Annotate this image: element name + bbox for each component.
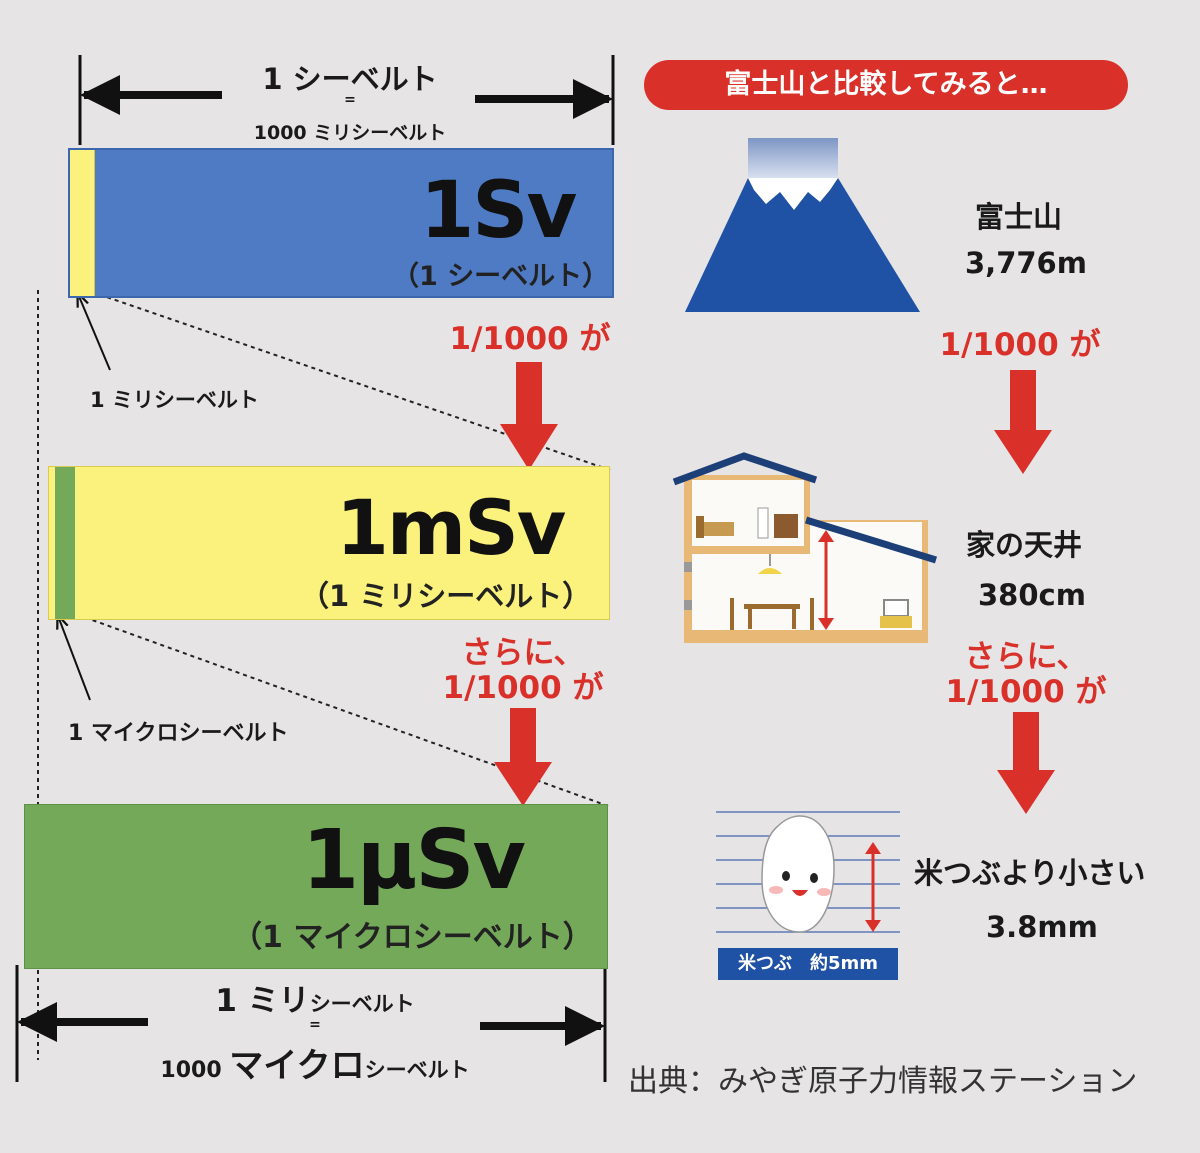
step-left-2-line2: 1/1000 が — [442, 669, 604, 706]
step-right-2-line1: さらに、 — [964, 639, 1088, 675]
step-right-1-line2: 1/1000 が — [939, 327, 1101, 363]
comparison-value-mountain: 3,776m — [965, 246, 1087, 280]
pointer-arrow-milli — [78, 294, 111, 371]
bottom-dim-equals: = — [309, 1017, 321, 1033]
bottom-dim-num2: 1000 — [160, 1058, 230, 1083]
bar-1usv-caption: （1 マイクロシーベルト） — [232, 920, 593, 955]
step-right-1: 1/1000 が — [920, 328, 1120, 363]
bar-1usv — [24, 804, 608, 969]
bottom-dim-unit2-large: マイクロ — [229, 1046, 365, 1086]
comparison-name-mountain: 富士山 — [975, 200, 1063, 234]
source-credit: 出典：みやぎ原子力情報ステーション — [628, 1064, 1138, 1099]
milli-segment — [70, 150, 95, 296]
bottom-dim-num1: 1 — [215, 983, 248, 1019]
pointer-arrow-micro — [58, 616, 91, 701]
micro-segment — [55, 467, 75, 619]
red-down-arrow-left-2 — [494, 708, 552, 806]
step-left-2: さらに、 1/1000 が — [418, 636, 628, 705]
step-right-2: さらに、 1/1000 が — [926, 640, 1126, 709]
rice-caption: 米つぶ 約5mm — [718, 948, 898, 980]
bottom-dim-unit1-large: ミリ — [247, 983, 310, 1019]
comparison-header: 富士山と比較してみると… — [644, 60, 1128, 110]
bar-1sv — [68, 148, 614, 298]
comparison-value-rice: 3.8mm — [986, 910, 1098, 944]
top-dim-sublabel: 1000 ミリシーベルト — [253, 122, 447, 144]
bottom-dim-unit2-small: シーベルト — [364, 1058, 470, 1082]
bar-1msv-caption: （1 ミリシーベルト） — [300, 579, 592, 613]
step-right-2-line2: 1/1000 が — [945, 673, 1107, 710]
pointer-label-milli: 1 ミリシーベルト — [90, 388, 259, 412]
top-dim-equals: = — [344, 92, 356, 108]
comparison-name-house: 家の天井 — [966, 528, 1083, 562]
bar-1sv-caption: （1 シーベルト） — [392, 261, 610, 292]
projection-line-1 — [91, 291, 611, 471]
red-down-arrow-right-2 — [997, 712, 1055, 814]
red-down-arrow-right-1 — [994, 370, 1052, 474]
bar-1usv-value: 1μSv — [302, 813, 526, 908]
step-left-1: 1/1000 が — [430, 322, 630, 357]
bar-1msv-value: 1mSv — [336, 483, 566, 572]
bottom-dim-label: 1 ミリシーベルト — [150, 975, 480, 1020]
house-icon — [672, 452, 938, 643]
bar-1msv — [48, 466, 610, 620]
bottom-dim-sublabel: 1000 マイクロシーベルト — [135, 1038, 495, 1087]
red-down-arrow-left-1 — [500, 362, 558, 470]
bottom-dim-unit1-small: シーベルト — [309, 992, 415, 1016]
rice-grain-icon — [716, 811, 900, 933]
comparison-name-rice: 米つぶより小さい — [914, 856, 1146, 890]
step-left-1-line2: 1/1000 が — [449, 321, 611, 357]
top-dim-label: 1 シーベルト — [262, 62, 438, 96]
step-left-2-line1: さらに、 — [461, 635, 585, 671]
comparison-value-house: 380cm — [978, 578, 1086, 612]
pointer-label-micro: 1 マイクロシーベルト — [68, 721, 289, 746]
mountain-icon — [685, 138, 920, 312]
bar-1sv-value: 1Sv — [420, 166, 577, 256]
